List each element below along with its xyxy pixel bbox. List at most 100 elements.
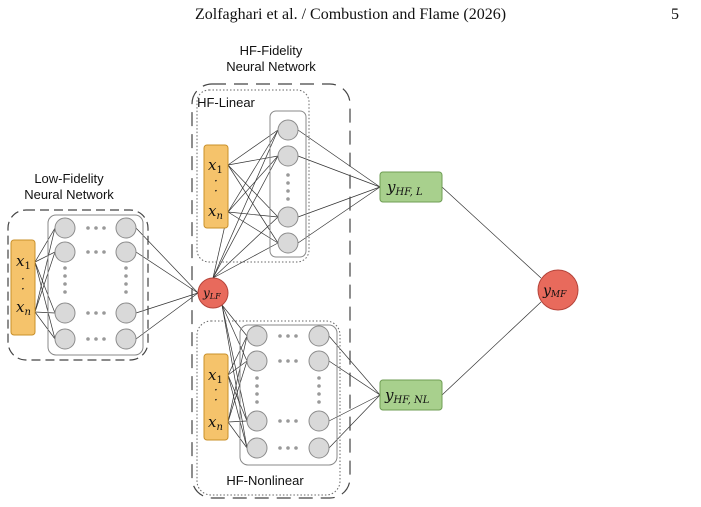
ellipsis-dot	[317, 384, 321, 388]
ellipsis-dot	[86, 226, 90, 230]
hf-nonlinear-label: HF-Nonlinear	[226, 473, 304, 488]
ellipsis-dot	[86, 337, 90, 341]
hf-fidelity-network-frame	[191, 83, 351, 499]
connection-line	[227, 360, 248, 376]
lf-input-xn: xn	[16, 298, 31, 318]
ellipsis-dot	[255, 400, 259, 404]
connection-line	[221, 304, 248, 422]
connection-line	[227, 335, 248, 423]
connection-line	[34, 227, 56, 313]
lf-hidden-layers-frame	[47, 214, 144, 356]
ellipsis-dot	[278, 334, 282, 338]
ellipsis-dot	[294, 359, 298, 363]
connection-line	[135, 292, 199, 314]
ellipsis-dot	[286, 173, 290, 177]
ellipsis-dot	[124, 290, 128, 294]
ellipsis-dot	[94, 226, 98, 230]
connection-line	[221, 304, 248, 337]
svg-text:·: ·	[214, 174, 218, 188]
ellipsis-dot	[286, 419, 290, 423]
connection-line	[212, 155, 279, 279]
ellipsis-dot	[124, 266, 128, 270]
connection-line	[297, 129, 381, 188]
ellipsis-dot	[294, 446, 298, 450]
connection-line	[297, 186, 381, 244]
low-fidelity-title-line1: Low-Fidelity	[34, 171, 104, 186]
ellipsis-dot	[102, 337, 106, 341]
neurons	[54, 119, 330, 459]
lf-neuron	[115, 241, 137, 263]
connection-line	[441, 186, 542, 279]
connection-line	[221, 304, 248, 449]
connection-line	[212, 129, 279, 279]
y-lf-label: yLF	[202, 286, 221, 301]
y-hf-nonlinear-label: yHF, NL	[384, 386, 430, 406]
y-hf-linear-label: yHF, L	[386, 178, 423, 198]
connection-line	[34, 251, 56, 263]
ellipsis-dot	[286, 181, 290, 185]
lf-input-ellipsis: ·	[21, 272, 25, 286]
low-fidelity-title-line2: Neural Network	[24, 187, 114, 202]
ellipsis-dot	[286, 334, 290, 338]
connection-line	[34, 261, 56, 314]
ellipsis-dot	[317, 400, 321, 404]
lf-neuron	[115, 217, 137, 239]
hf-nonlinear-neuron	[308, 325, 330, 347]
hf-nonlinear-frame	[196, 320, 341, 496]
ellipsis-dot	[255, 376, 259, 380]
connection-line	[227, 374, 248, 449]
y-mf-node	[537, 269, 579, 311]
connections	[34, 129, 542, 449]
hf-nonlinear-neuron	[246, 350, 268, 372]
connection-line	[212, 216, 279, 279]
lf-neuron	[115, 302, 137, 324]
connection-line	[34, 261, 56, 340]
lf-neuron	[54, 241, 76, 263]
page-number: 5	[671, 6, 679, 23]
ellipsis-dot	[94, 250, 98, 254]
connection-line	[34, 227, 56, 263]
ellipsis-dot	[86, 311, 90, 315]
hf-nonlinear-input-x1: x1	[208, 366, 223, 386]
hf-nonlinear-input-box	[203, 353, 229, 441]
hf-nonlinear-neuron	[308, 410, 330, 432]
ellipsis-dot	[86, 250, 90, 254]
ellipsis-dot	[294, 419, 298, 423]
y-lf-node	[197, 277, 229, 309]
hf-linear-neuron	[277, 206, 299, 228]
ellipsis-dot	[317, 392, 321, 396]
ellipsis-dot	[63, 274, 67, 278]
lf-neuron	[54, 302, 76, 324]
ellipsis-dot	[286, 189, 290, 193]
hf-linear-input-xn: xn	[208, 202, 223, 222]
ellipsis-dot	[255, 384, 259, 388]
ellipsis-dot	[63, 290, 67, 294]
ellipsis-dot	[124, 282, 128, 286]
ellipsis-dots	[63, 173, 321, 450]
svg-text:·: ·	[214, 393, 218, 407]
svg-text:·: ·	[214, 184, 218, 198]
connection-line	[34, 311, 56, 340]
ellipsis-dot	[102, 311, 106, 315]
hf-linear-neuron	[277, 119, 299, 141]
running-header: Zolfaghari et al. / Combustion and Flame…	[0, 6, 701, 28]
lf-input-x1: x1	[16, 252, 31, 272]
connection-line	[297, 155, 381, 188]
y-mf-label: yMF	[542, 283, 567, 300]
ellipsis-dot	[102, 226, 106, 230]
y-hf-linear-node	[379, 171, 443, 203]
ellipsis-dot	[94, 337, 98, 341]
lf-neuron	[54, 217, 76, 239]
hf-nonlinear-neuron	[308, 437, 330, 459]
ellipsis-dot	[278, 359, 282, 363]
hf-linear-label: HF-Linear	[197, 95, 255, 110]
connection-line	[227, 420, 248, 423]
connection-line	[212, 242, 279, 279]
hf-linear-input-box	[203, 144, 229, 229]
ellipsis-dot	[278, 446, 282, 450]
ellipsis-dot	[255, 392, 259, 396]
hf-linear-hidden-frame	[269, 110, 307, 258]
ellipsis-dot	[286, 359, 290, 363]
